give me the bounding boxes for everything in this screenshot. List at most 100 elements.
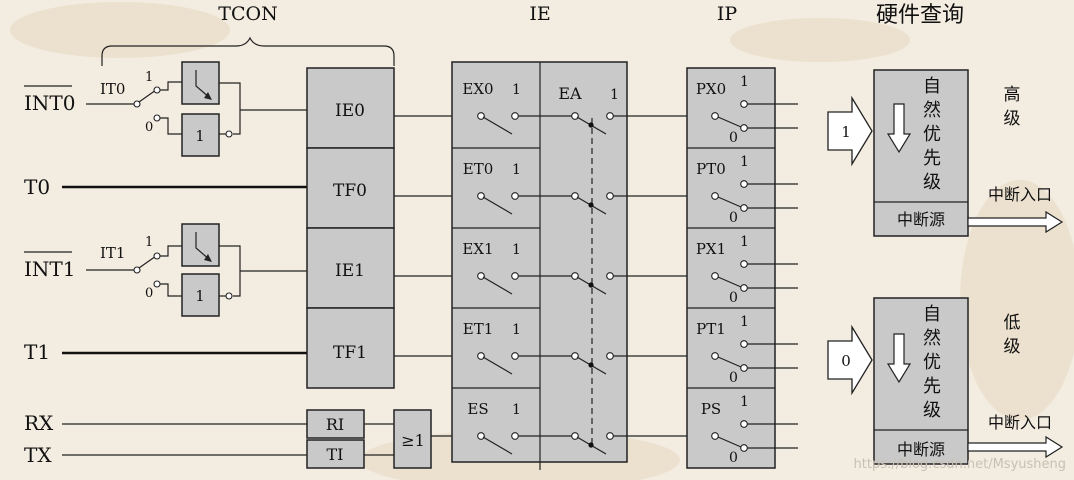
ip-panel <box>686 67 776 469</box>
ip-switch-contact-high <box>740 420 748 428</box>
header-hardware-query: 硬件查询 <box>876 3 964 28</box>
header-ie: IE <box>529 3 550 25</box>
ie-switch-contact <box>511 112 519 120</box>
ip-switch-contact-high <box>740 100 748 108</box>
ie-switch-contact <box>511 432 519 440</box>
it1-label: IT1 <box>100 244 125 262</box>
svg-text:然: 然 <box>923 328 941 349</box>
ea-switch-contact <box>571 112 579 120</box>
ip-switch-blade <box>717 116 742 128</box>
ea-switch-contact <box>571 352 579 360</box>
ea-switch-contact <box>571 432 579 440</box>
svg-text:1: 1 <box>195 127 205 145</box>
int0-level-box <box>181 113 220 157</box>
ip-switch-contact-high <box>740 260 748 268</box>
input-int0: INT0 <box>24 91 75 115</box>
ip-switch-label: PT0 <box>696 160 726 178</box>
ip-switch-contact-low <box>740 364 748 372</box>
input-tx: TX <box>24 443 52 467</box>
ie-row-ex1: EX1 1 <box>462 240 711 295</box>
low-down-arrow <box>886 333 912 384</box>
int0-edge-box <box>181 61 220 105</box>
svg-text:1: 1 <box>512 82 521 98</box>
ie-switch-blade <box>482 196 513 215</box>
int1-trigger-select: IT1 1 0 1 <box>86 223 307 317</box>
svg-text:自: 自 <box>923 304 941 325</box>
ip-switch-contact-high <box>740 180 748 188</box>
ip-switch-contact <box>711 352 719 360</box>
ip-switch-label: PS <box>701 400 721 418</box>
ea-switch-contact <box>606 272 614 280</box>
ie-switch-contact <box>477 352 485 360</box>
ie-switch-label: ET0 <box>463 160 494 178</box>
ie-switch-blade <box>482 116 513 135</box>
int0-trigger-select: IT0 1 0 1 <box>86 61 307 157</box>
low-output-arrow <box>967 435 1064 459</box>
ea-link-dot <box>588 122 594 128</box>
svg-text:1: 1 <box>512 162 521 178</box>
ie-switch-contact <box>511 352 519 360</box>
svg-text:1: 1 <box>610 87 619 103</box>
tcon-brace <box>101 36 395 66</box>
svg-text:1: 1 <box>512 322 521 338</box>
high-output-arrow <box>967 210 1064 234</box>
ie-switch-label: EX1 <box>462 240 493 258</box>
ie-switch-contact <box>477 432 485 440</box>
svg-text:0: 0 <box>729 130 738 146</box>
or-gate <box>393 409 432 469</box>
svg-text:0: 0 <box>841 352 851 370</box>
svg-text:1: 1 <box>740 74 749 90</box>
ip-switch-label: PX1 <box>696 240 726 258</box>
low-label-1: 低 <box>1004 313 1021 333</box>
ip-switch-contact-low <box>740 204 748 212</box>
svg-text:≥1: ≥1 <box>401 431 425 450</box>
ip-switch-blade <box>717 276 742 288</box>
low-source-label: 中断源 <box>897 440 945 459</box>
ea-switch-contact <box>571 192 579 200</box>
svg-text:0: 0 <box>729 450 738 466</box>
svg-text:TI: TI <box>327 445 344 464</box>
tcon-register: IE0 TF0 IE1 TF1 <box>306 67 395 389</box>
int1-edge-box <box>181 223 220 267</box>
svg-text:然: 然 <box>923 100 941 121</box>
ea-link-dot <box>588 442 594 448</box>
low-entry-label: 中断入口 <box>988 413 1052 432</box>
ie-switch-blade <box>482 356 513 375</box>
high-queue-box <box>873 69 969 237</box>
high-priority-queue: 1 自 然 优 先 级 中断源 高 级 中断入口 <box>827 69 1064 237</box>
input-int1: INT1 <box>24 257 75 281</box>
ip-switch-contact-low <box>740 124 748 132</box>
ti-box <box>306 439 365 469</box>
low-queue-box <box>873 297 969 465</box>
svg-text:RI: RI <box>326 415 344 434</box>
ea-label: EA <box>558 84 582 103</box>
svg-text:1: 1 <box>512 242 521 258</box>
low-priority-queue: 0 自 然 优 先 级 中断源 低 级 中断入口 <box>827 297 1064 465</box>
ie-switch-blade <box>482 436 513 455</box>
ri-box <box>306 409 365 439</box>
it0-label: IT0 <box>100 80 125 98</box>
ip-register <box>686 67 776 469</box>
ea-link-dot <box>588 362 594 368</box>
svg-text:IE1: IE1 <box>335 261 365 281</box>
input-t0: T0 <box>24 175 50 199</box>
it1-one: 1 <box>145 235 153 250</box>
svg-text:0: 0 <box>729 370 738 386</box>
tcon-cell-tf1 <box>306 307 395 389</box>
ip-switch-contact <box>711 432 719 440</box>
svg-text:1: 1 <box>740 314 749 330</box>
ea-link-dot <box>588 282 594 288</box>
svg-text:0: 0 <box>729 210 738 226</box>
ip-row-pt1: PT1 1 0 <box>696 314 798 386</box>
svg-text:级: 级 <box>923 172 941 193</box>
low-input-arrow <box>827 324 873 396</box>
ip-switch-label: PT1 <box>696 320 726 338</box>
